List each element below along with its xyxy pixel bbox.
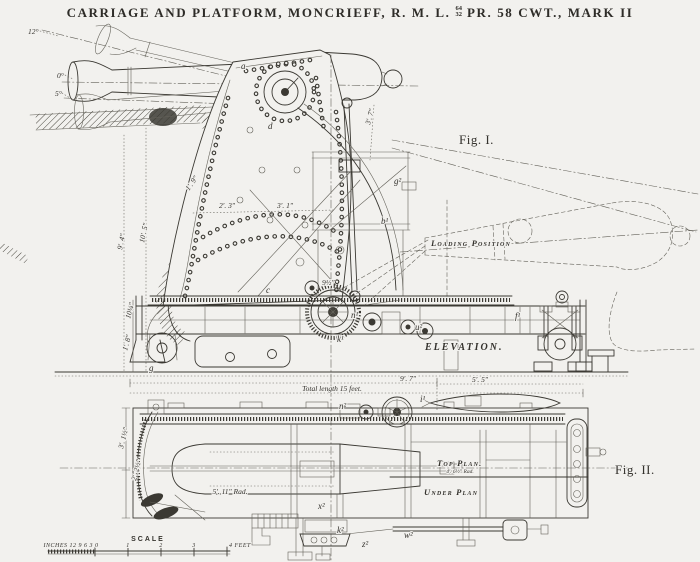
- dim-1-8: 1'. 8": [120, 333, 133, 352]
- part-g2: g²: [394, 176, 402, 186]
- racer-gear: [305, 284, 361, 340]
- top-plan-label: Top Plan.: [437, 458, 482, 468]
- under-plan-label: Under Plan: [424, 487, 478, 497]
- dim-3-7: 3'. 7": [363, 107, 376, 127]
- trunnion: [263, 70, 307, 114]
- elevation-label: ELEVATION.: [424, 342, 503, 353]
- elevating-gear: [237, 97, 404, 302]
- part-g: g: [149, 363, 154, 373]
- part-b1: b¹: [381, 216, 389, 226]
- dim-9-7: 9'. 7": [400, 374, 417, 383]
- part-n2: n²: [339, 401, 347, 411]
- scale-foot-3: 3: [191, 543, 196, 549]
- dim-9-4: 9'. 4": [115, 232, 127, 250]
- handspike-plan: [428, 393, 562, 413]
- fig1-label: Fig. I.: [459, 132, 494, 147]
- part-f1: f¹: [515, 311, 521, 321]
- dim-9-half: 9½": [322, 278, 335, 287]
- gun-plan: [171, 443, 341, 495]
- dim-3-1-half: 3'. 1½": [116, 425, 130, 450]
- rear-truck-wheel: [543, 327, 577, 361]
- front-truck-wheel: [146, 332, 178, 364]
- dim-2-3: 2'. 3": [219, 201, 236, 210]
- scale-foot-2: 2: [159, 543, 163, 549]
- part-k2: k²: [337, 525, 344, 535]
- gun-12deg: [41, 23, 291, 93]
- part-z2: z²: [361, 539, 369, 549]
- platform-plan: [59, 393, 633, 561]
- part-k1: k¹: [337, 334, 344, 344]
- part-w2: w²: [404, 530, 413, 540]
- angle-12-label: 12°: [28, 27, 39, 36]
- fig2-label: Fig. II.: [615, 462, 655, 477]
- part-c: c: [266, 285, 270, 295]
- part-n1: n¹: [351, 310, 359, 320]
- angle-0-label: 0°: [57, 71, 64, 80]
- plate-title-left: CARRIAGE AND PLATFORM, MONCRIEFF, R. M. …: [66, 5, 451, 20]
- platform-elevation: [54, 280, 629, 377]
- dim-rad-5-11: 5'. 11" Rad.: [212, 487, 247, 496]
- loading-stage-frame: [311, 151, 417, 297]
- dim-10-quarter: 10¼": [123, 301, 136, 320]
- part-d: d: [268, 121, 273, 131]
- traversing-handwheel: [381, 396, 413, 428]
- plate-title: CARRIAGE AND PLATFORM, MONCRIEFF, R. M. …: [0, 5, 700, 21]
- part-x2: x²: [317, 501, 325, 511]
- part-i1: i¹: [420, 394, 426, 404]
- angle-5-label: 5°: [55, 89, 62, 98]
- gun-breech: [317, 51, 403, 101]
- dim-rad-4-6: 4'. 6½" Rad.: [446, 468, 473, 475]
- scale-inches-label: INCHES 12 9 6 3 0: [43, 543, 99, 549]
- loading-position-label: Loading Position: [430, 238, 511, 248]
- handspike-dashed: [608, 291, 696, 352]
- scale-label: SCALE: [131, 536, 165, 543]
- dim-10-5: 10'. 5": [137, 221, 150, 243]
- dim-5-5: 5'. 5": [472, 375, 489, 384]
- dimensions-fig1: [123, 104, 584, 411]
- rear-truck-plan: [566, 418, 588, 508]
- dim-total-length: Total length 15 feet.: [302, 384, 362, 393]
- plate-title-right: PR. 58 CWT., MARK II: [466, 5, 634, 20]
- part-u2: u²: [415, 322, 423, 332]
- scale-bar: [47, 546, 231, 557]
- part-a: a: [241, 61, 246, 71]
- scale-foot-4: 4 FEET: [229, 542, 251, 549]
- calibre-fraction: 64 32: [455, 5, 462, 18]
- side-pedestal: [587, 349, 615, 357]
- gun-5deg: [63, 89, 239, 130]
- fraction-denominator: 32: [455, 11, 462, 18]
- scale-foot-1: 1: [126, 543, 130, 549]
- fraction-numerator: 64: [455, 5, 462, 12]
- dim-3-1: 3'. 1": [276, 201, 294, 210]
- dim-2-2-half: 2'. 2½": [129, 457, 143, 481]
